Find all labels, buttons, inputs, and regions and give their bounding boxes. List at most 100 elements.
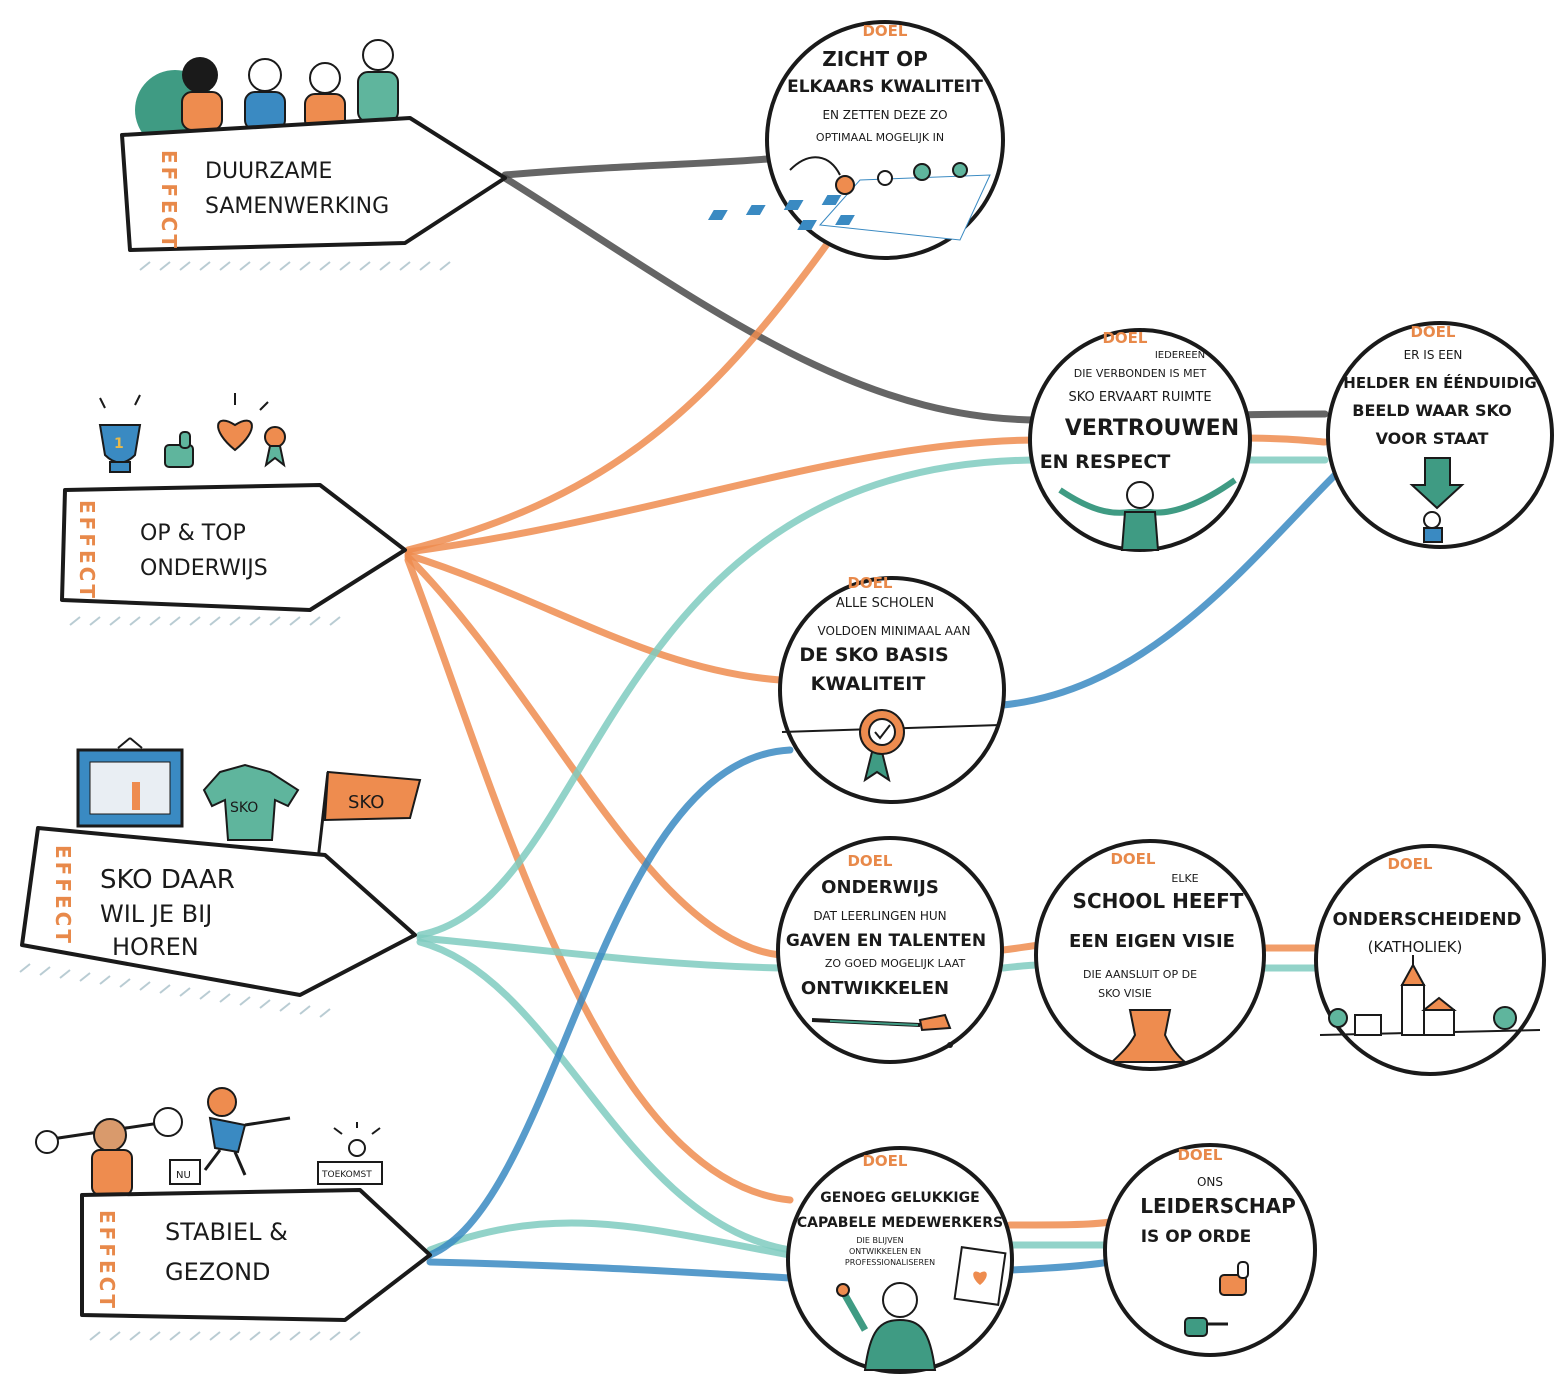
weightlifter-signs-icon: NU TOEKOMST (35, 1087, 383, 1196)
effect-duurzame-samenwerking: EFFECT DUURZAME SAMENWERKING (120, 39, 507, 271)
effect-label: EFFECT (75, 500, 99, 601)
goal-text-line: (KATHOLIEK) (1368, 938, 1463, 956)
thumbs-up-pointing-hand-icon (1184, 1261, 1249, 1337)
goal-text-line: CAPABELE MEDEWERKERS (797, 1215, 1003, 1231)
effect-title-line: SAMENWERKING (205, 194, 389, 219)
goal-text-line: OPTIMAAL MOGELIJK IN (816, 131, 944, 144)
connector-teal (416, 938, 794, 1254)
goal-label: DOEL (862, 22, 907, 40)
connector-orange (404, 556, 794, 1204)
goal-text-line: DIE AANSLUIT OP DE (1083, 968, 1197, 981)
goal-text-line: ONTWIKKELEN EN (849, 1247, 921, 1256)
goal-label: DOEL (1387, 855, 1432, 873)
goal-text-line: ONS (1197, 1175, 1223, 1189)
effect-op-top-onderwijs: 1 EFFECT OP & TOP ONDERWIJS (60, 393, 407, 626)
quality-seal-icon (859, 709, 905, 783)
connector-blue (426, 1258, 794, 1282)
connector-orange (1006, 1218, 1114, 1229)
open-arms-person-icon (1058, 477, 1237, 551)
goal-text-line: VOLDOEN MINIMAAL AAN (818, 624, 971, 638)
effect-stabiel-gezond: NU TOEKOMST EFFECT STABIEL & GEZOND (35, 1087, 432, 1341)
sign-future-text: TOEKOMST (321, 1170, 372, 1180)
effect-title-line: ONDERWIJS (140, 556, 268, 581)
goal-text-line: ELKAARS KWALITEIT (787, 77, 983, 97)
church-village-icon (1319, 955, 1541, 1036)
goal-text-line: ELKE (1171, 872, 1198, 885)
connector-orange (404, 236, 834, 554)
svg-text:1: 1 (114, 436, 124, 452)
effect-title-line: STABIEL & (165, 1218, 288, 1246)
goal-text-line: ALLE SCHOLEN (836, 596, 934, 611)
shirt-text: SKO (230, 800, 258, 816)
goal-text-line: HELDER EN ÉÉNDUIDIG (1343, 373, 1536, 392)
trophy-heart-award-icon: 1 (98, 393, 286, 473)
goal-label: DOEL (1177, 1146, 1222, 1164)
goal-zicht-op-kwaliteit: DOEL ZICHT OP ELKAARS KWALITEIT EN ZETTE… (707, 20, 1005, 260)
ground-hatch (89, 1331, 361, 1341)
goal-text-line: ONDERSCHEIDEND (1333, 909, 1522, 930)
goal-text-line: EN RESPECT (1040, 451, 1171, 473)
goal-text-line: ONTWIKKELEN (801, 978, 949, 999)
goal-sko-basis-kwaliteit: DOEL ALLE SCHOLEN VOLDOEN MINIMAAL AAN D… (778, 574, 1006, 804)
goal-gaven-en-talenten: DOEL ONDERWIJS DAT LEERLINGEN HUN GAVEN … (776, 836, 1004, 1064)
goal-text-line: DIE BLIJVEN (856, 1236, 903, 1245)
connections (404, 154, 1339, 1282)
goal-label: DOEL (1410, 323, 1455, 341)
goal-text-line: SCHOOL HEEFT (1073, 889, 1244, 913)
connector-orange (404, 551, 784, 684)
goal-helder-beeld: DOEL ER IS EEN HELDER EN ÉÉNDUIDIG BEELD… (1326, 321, 1554, 549)
tree-trunk-icon (1109, 1009, 1188, 1063)
goal-gelukkige-medewerkers: DOEL GENOEG GELUKKIGE CAPABELE MEDEWERKE… (786, 1146, 1014, 1374)
goal-text-line: GAVEN EN TALENTEN (786, 931, 986, 951)
goal-text-line: DIE VERBONDEN IS MET (1074, 367, 1207, 380)
effect-title-line: SKO DAAR (100, 865, 235, 895)
goal-text-line: GENOEG GELUKKIGE (820, 1190, 979, 1206)
goal-text-line: VERTROUWEN (1065, 416, 1239, 441)
goal-text-line: VOOR STAAT (1376, 429, 1489, 448)
goal-label: DOEL (1102, 329, 1147, 347)
connector-dark (501, 174, 1044, 424)
goal-text-line: EEN EIGEN VISIE (1069, 931, 1235, 952)
goal-text-line: IEDEREEN (1155, 350, 1205, 361)
sign-now-text: NU (176, 1170, 191, 1181)
goal-text-line: SKO VISIE (1098, 987, 1152, 1000)
effect-title-line: HOREN (112, 933, 199, 961)
goal-text-line: SKO ERVAART RUIMTE (1068, 390, 1211, 405)
goal-label: DOEL (862, 1152, 907, 1170)
connector-teal (999, 961, 1044, 972)
chessboard-icon (707, 156, 991, 241)
goal-text-line: DAT LEERLINGEN HUN (813, 909, 946, 923)
goal-text-line: IS OP ORDE (1141, 1227, 1252, 1247)
connector-blue (426, 746, 794, 1259)
effect-title-line: DUURZAME (205, 159, 332, 184)
goal-label: DOEL (847, 574, 892, 592)
effect-title-line: GEZOND (165, 1258, 271, 1286)
goal-label: DOEL (1110, 850, 1155, 868)
ground-hatch (139, 261, 451, 271)
effect-label: EFFECT (51, 845, 75, 946)
goal-text-line: LEIDERSCHAP (1140, 1194, 1295, 1218)
ground-hatch (69, 616, 341, 626)
effect-sko-daar-wil-je-bij-horen: SKO SKO EFFECT SKO DAAR WIL JE BIJ HOREN (19, 737, 422, 1018)
paintbrush-icon (811, 1013, 953, 1048)
effect-title-line: WIL JE BIJ (100, 900, 212, 928)
goal-text-line: PROFESSIONALISEREN (845, 1258, 935, 1267)
goal-text-line: BEELD WAAR SKO (1352, 401, 1512, 420)
effect-title-line: OP & TOP (140, 521, 246, 546)
connector-blue (999, 471, 1339, 709)
effect-label: EFFECT (95, 1210, 119, 1311)
connector-blue (1006, 1258, 1114, 1274)
frame-shirt-flag-icon: SKO SKO (76, 737, 422, 861)
goal-label: DOEL (847, 852, 892, 870)
connector-teal (426, 1219, 794, 1259)
down-arrow-person-icon (1409, 457, 1465, 543)
goal-text-line: EN ZETTEN DEZE ZO (822, 108, 947, 122)
goal-text-line: ONDERWIJS (821, 877, 939, 898)
happy-employee-icon (836, 1246, 1007, 1371)
goal-text-line: DE SKO BASIS (799, 644, 948, 666)
effect-label: EFFECT (157, 150, 181, 251)
goal-text-line: ZICHT OP (822, 47, 928, 71)
goal-leiderschap: DOEL ONS LEIDERSCHAP IS OP ORDE (1103, 1143, 1317, 1357)
goal-onderscheidend: DOEL ONDERSCHEIDEND (KATHOLIEK) (1314, 844, 1546, 1076)
